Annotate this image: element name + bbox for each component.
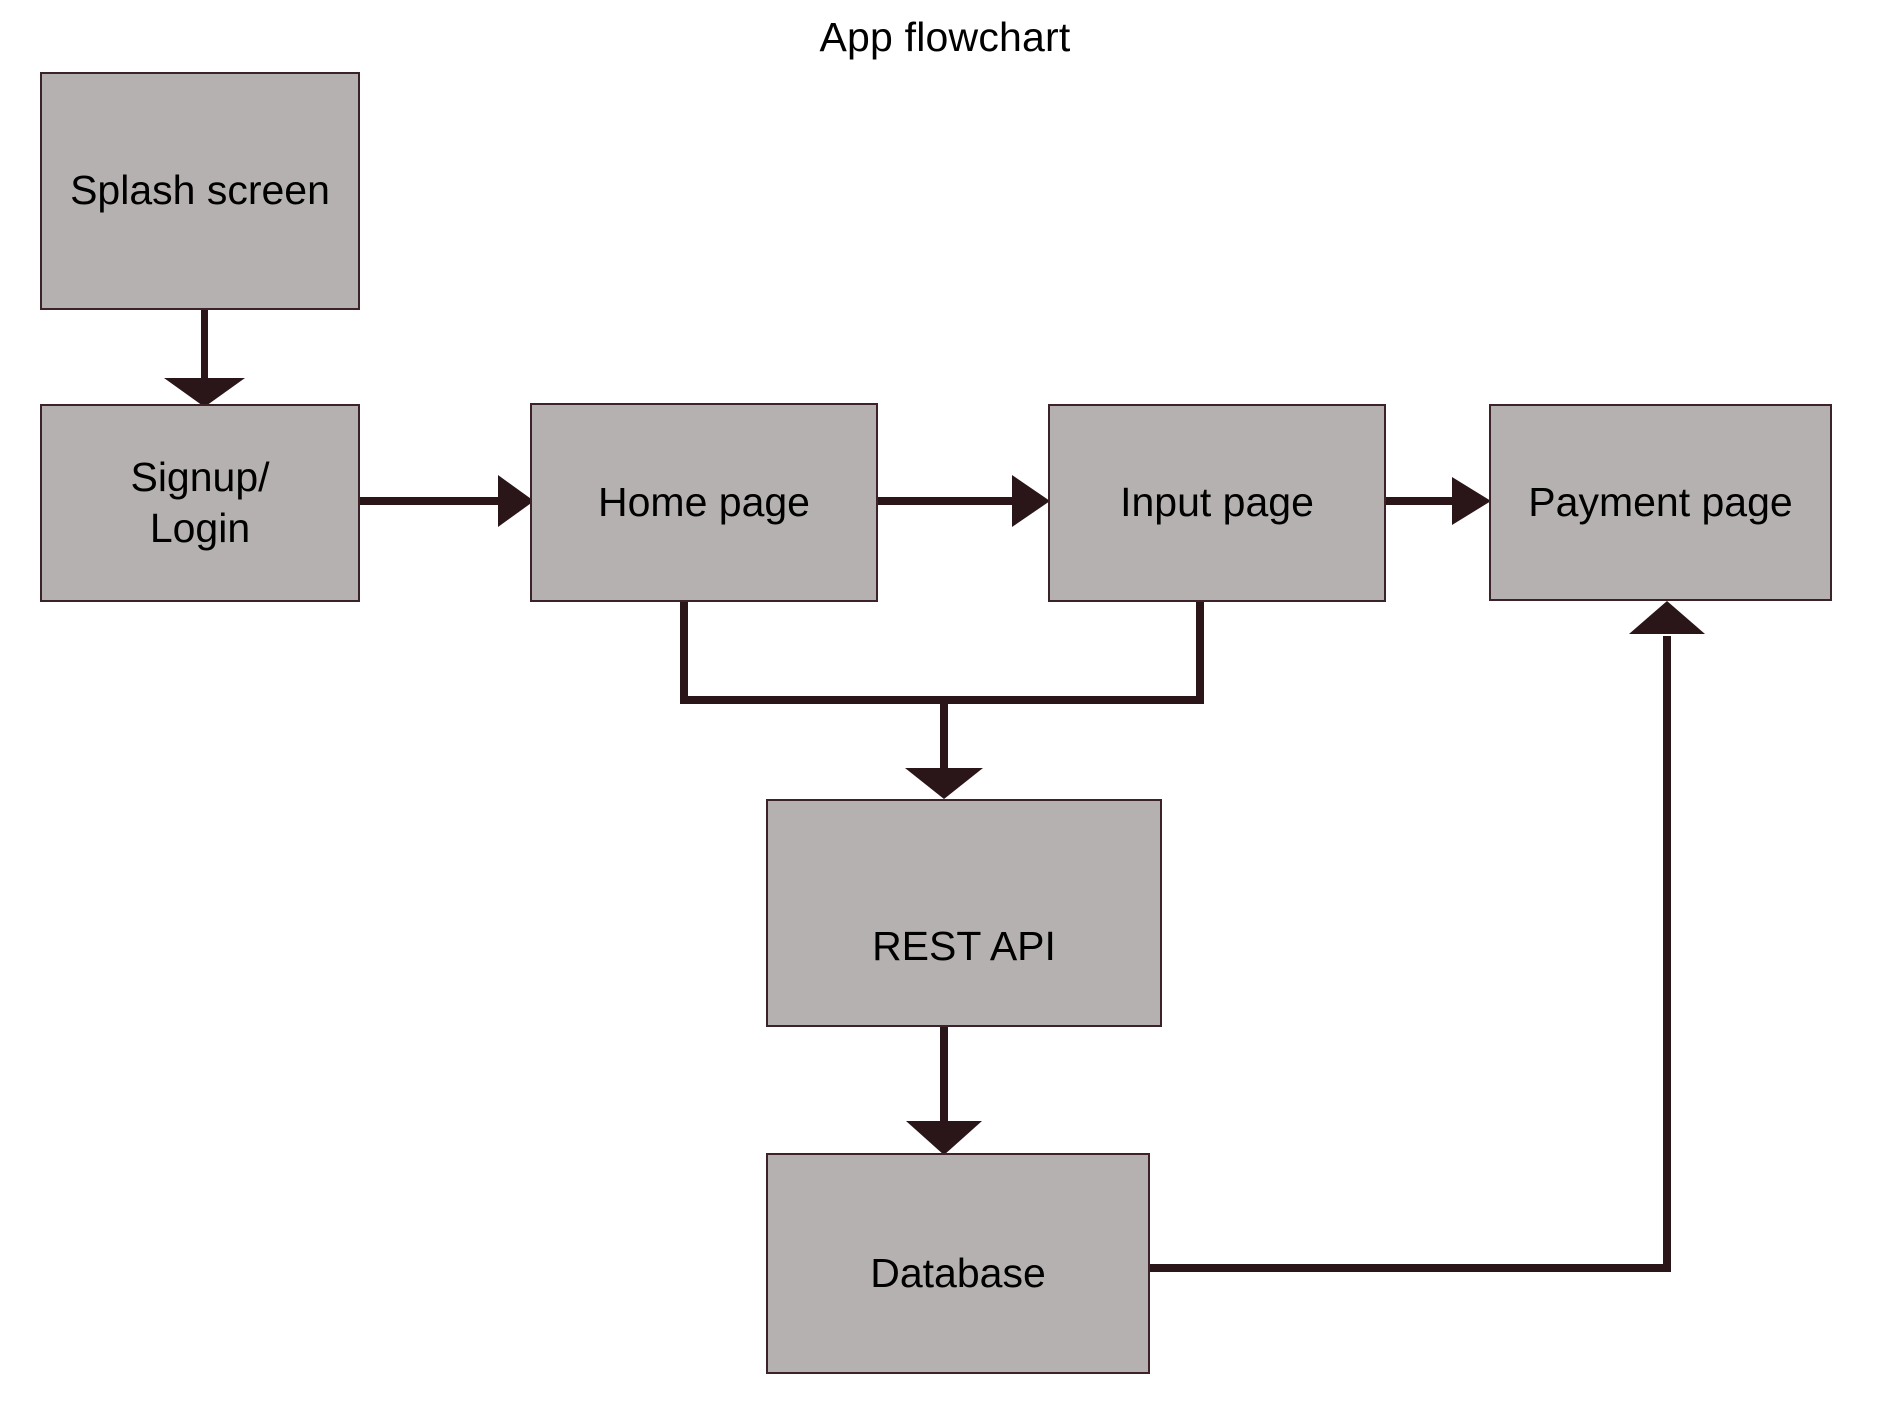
edge-splash-to-signup	[164, 310, 245, 407]
node-database[interactable]: Database	[766, 1153, 1150, 1374]
node-signup-login-label: Signup/ Login	[130, 453, 270, 551]
node-signup-login[interactable]: Signup/ Login	[40, 404, 360, 602]
edge-home-to-rest-api	[680, 600, 1204, 799]
edge-database-to-payment	[1150, 601, 1705, 1272]
edge-input-to-rest-api	[1196, 600, 1204, 700]
node-payment-page-label: Payment page	[1528, 478, 1793, 525]
node-input-page[interactable]: Input page	[1048, 404, 1386, 602]
edge-signup-to-home	[360, 475, 534, 527]
node-database-label: Database	[870, 1250, 1046, 1296]
node-payment-page[interactable]: Payment page	[1489, 404, 1832, 601]
node-home-page[interactable]: Home page	[530, 403, 878, 602]
edge-rest-api-to-database	[906, 1027, 982, 1155]
node-rest-api-label: REST API	[872, 923, 1056, 969]
node-home-page-label: Home page	[598, 478, 810, 525]
chart-title: App flowchart	[819, 14, 1071, 60]
edge-home-to-input	[878, 475, 1050, 527]
edge-input-to-payment	[1386, 477, 1491, 525]
node-rest-api[interactable]: REST API	[766, 799, 1162, 1027]
node-splash-screen-label: Splash screen	[70, 167, 330, 214]
node-input-page-label: Input page	[1120, 479, 1314, 526]
node-splash-screen[interactable]: Splash screen	[40, 72, 360, 310]
